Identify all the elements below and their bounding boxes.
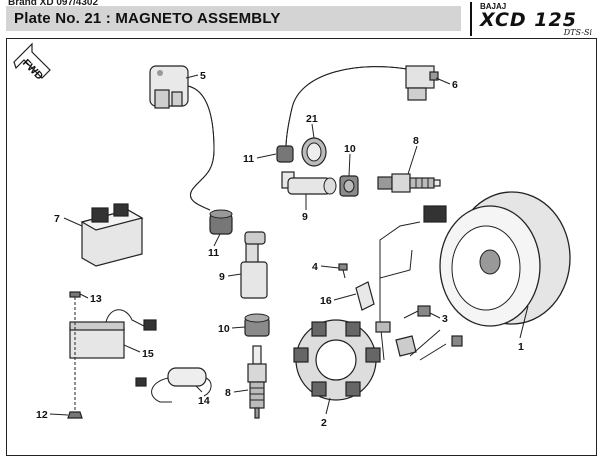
callout-6: 6 [452,79,458,91]
callout-16: 16 [320,295,332,307]
callout-3: 3 [442,313,448,325]
plug-cap-lower-part [240,231,268,299]
callout-12: 12 [36,409,48,421]
regulator-part [69,309,157,359]
callout-11-upper: 11 [243,153,254,165]
grommet-lower-part [209,209,233,235]
callout-9-upper: 9 [302,211,308,223]
cdi-unit-part [80,203,144,267]
ignition-coil-part [149,65,215,211]
flywheel-rotor-part [439,191,571,327]
brand-sub: DTS-Si [563,28,592,37]
callout-7: 7 [54,213,60,225]
bolt-nut-part [67,291,83,419]
callout-5: 5 [200,70,206,82]
clamp-part [405,65,439,101]
callout-21: 21 [306,113,318,125]
suppressor-cap-part [135,367,212,403]
leader-lines [49,74,529,416]
grommet-upper-part [276,145,294,163]
seal-cap-part [301,137,327,167]
brand-model: XCD 125 [480,9,577,31]
plug-cap-upper-part [281,171,337,195]
wiring-harness-part [375,205,447,361]
callout-11-lower: 11 [208,247,219,259]
top-strip-text: Brand XD 097/4302 [8,0,99,6]
callout-4: 4 [312,261,318,273]
screw-3-part [403,305,431,319]
spark-plug-upper-part [377,173,441,193]
screw-4-part [338,263,348,279]
callout-2: 2 [321,417,327,429]
brand-logo: BAJAJ XCD 125 DTS-Si [470,2,598,37]
callout-10-lower: 10 [218,323,230,335]
stator-coil-part [293,319,463,401]
plate-title: Plate No. 21 : MAGNETO ASSEMBLY [14,10,281,27]
callout-9-lower: 9 [219,271,225,283]
diagram-frame [6,38,597,456]
spark-plug-lower-part [247,345,267,419]
rubber-seal-lower-part [244,313,270,337]
callout-15: 15 [142,348,154,360]
callout-14: 14 [198,395,210,407]
callout-labels: 5 6 21 11 10 8 9 7 11 9 4 16 3 10 1 13 1… [36,70,524,429]
plate-title-bar: Plate No. 21 : MAGNETO ASSEMBLY [6,6,461,31]
callout-10-upper: 10 [344,143,356,155]
callout-8-lower: 8 [225,387,231,399]
callout-13: 13 [90,293,102,305]
callout-1: 1 [518,341,524,353]
ht-lead-upper-part [285,66,413,149]
fwd-label: FWD [20,57,46,83]
brand-maker: BAJAJ [480,2,507,11]
fwd-arrow-icon: FWD [13,42,51,83]
rubber-seal-upper-part [339,175,359,197]
clip-part [355,281,375,311]
callout-8-upper: 8 [413,135,419,147]
